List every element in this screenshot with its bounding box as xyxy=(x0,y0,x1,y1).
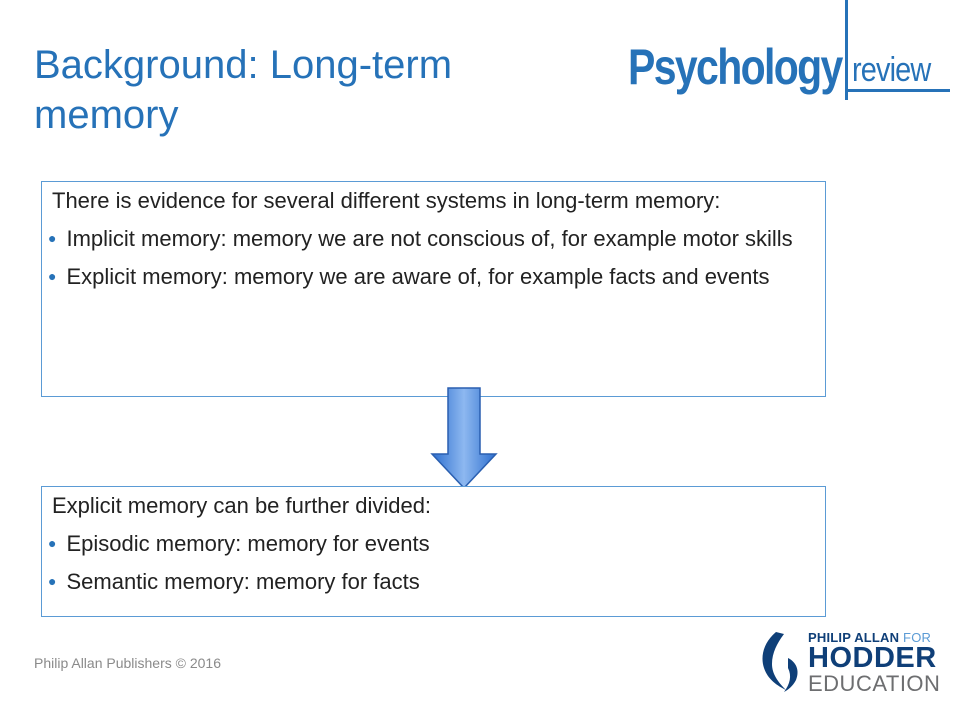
copyright-footer: Philip Allan Publishers © 2016 xyxy=(34,655,221,671)
bullet-text: Explicit memory: memory we are aware of,… xyxy=(66,264,770,289)
box2-bullet-semantic: ● Semantic memory: memory for facts xyxy=(48,567,819,596)
explicit-memory-box: Explicit memory can be further divided: … xyxy=(41,486,826,617)
bullet-dot-icon: ● xyxy=(48,230,57,246)
hodder-education-logo: PHILIP ALLAN FOR HODDER EDUCATION xyxy=(756,628,940,698)
box2-intro: Explicit memory can be further divided: xyxy=(52,493,432,518)
logo-underline xyxy=(845,89,950,92)
publisher-name: PHILIP ALLAN xyxy=(808,630,900,645)
bullet-dot-icon: ● xyxy=(48,573,57,589)
psychology-review-logo: Psychology review xyxy=(628,0,950,110)
publisher-for: FOR xyxy=(899,630,932,645)
publisher-education: EDUCATION xyxy=(808,671,941,696)
hodder-swirl-icon xyxy=(762,632,798,692)
bullet-text: Implicit memory: memory we are not consc… xyxy=(66,226,793,251)
logo-vertical-rule xyxy=(845,0,848,100)
slide-title: Background: Long-term memory xyxy=(34,43,453,137)
down-arrow-icon xyxy=(430,387,498,490)
box2-bullet-episodic: ● Episodic memory: memory for events xyxy=(48,529,819,558)
bullet-dot-icon: ● xyxy=(48,535,57,551)
publisher-hodder: HODDER xyxy=(808,642,937,674)
bullet-text: Semantic memory: memory for facts xyxy=(66,569,420,594)
long-term-memory-box: There is evidence for several different … xyxy=(41,181,826,397)
logo-psychology-text: Psychology xyxy=(628,39,843,95)
logo-review-text: review xyxy=(852,51,931,89)
box1-bullet-explicit: ● Explicit memory: memory we are aware of… xyxy=(48,262,819,291)
box1-bullet-implicit: ● Implicit memory: memory we are not cons… xyxy=(48,224,819,253)
bullet-dot-icon: ● xyxy=(48,268,57,284)
box1-intro: There is evidence for several different … xyxy=(52,188,721,213)
bullet-text: Episodic memory: memory for events xyxy=(66,531,430,556)
publisher-line1: PHILIP ALLAN FOR xyxy=(808,630,931,645)
